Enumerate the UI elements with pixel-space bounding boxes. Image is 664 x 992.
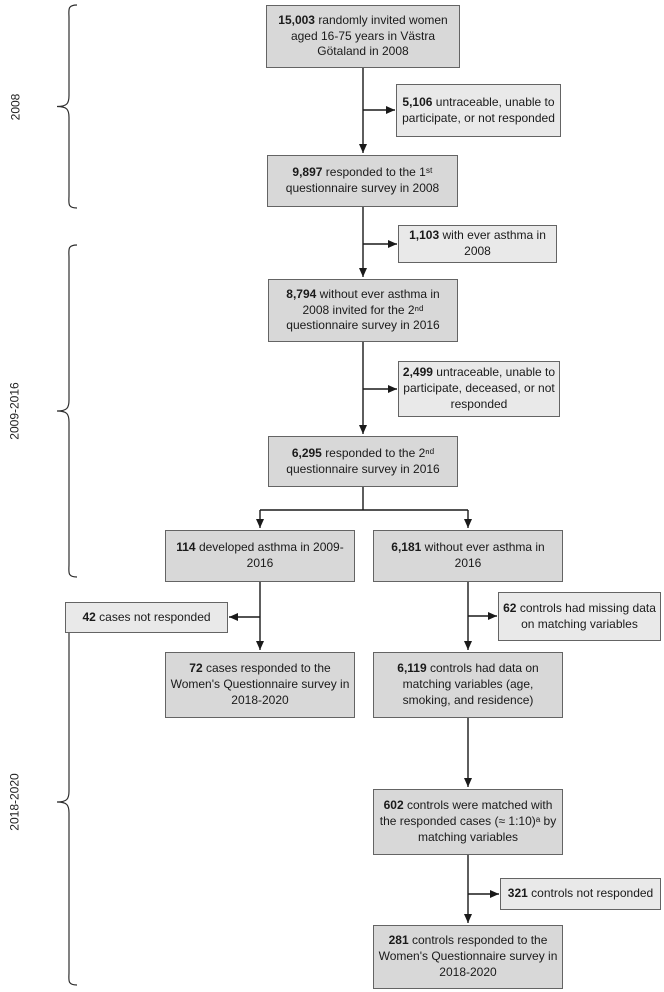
box-cases-not-responded-content: 42 cases not responded	[82, 610, 210, 626]
box-controls-responded-content: 281 controls responded to the Women's Qu…	[378, 933, 558, 980]
box-untraceable-2008: 5,106 untraceable, unable to participate…	[396, 84, 561, 137]
box-controls-with-data-content: 6,119 controls had data on matching vari…	[378, 661, 558, 708]
box-developed-asthma-content: 114 developed asthma in 2009-2016	[170, 540, 350, 572]
box-controls-responded-count: 281	[388, 933, 409, 948]
box-developed-asthma-count: 114	[176, 540, 196, 555]
box-controls-not-responded-count: 321	[507, 886, 528, 901]
box-controls-responded-label: controls responded to the Women's Questi…	[378, 933, 558, 979]
brace-2008	[56, 4, 78, 209]
box-without-asthma-2016: 6,181 without ever asthma in 2016	[373, 530, 563, 582]
box-controls-matched-content: 602 controls were matched with the respo…	[378, 798, 558, 845]
box-cases-not-responded: 42 cases not responded	[65, 602, 228, 633]
box-developed-asthma: 114 developed asthma in 2009-2016	[165, 530, 355, 582]
box-responded-2008-count: 9,897	[292, 165, 323, 180]
box-responded-2016-count: 6,295	[291, 445, 322, 460]
box-ever-asthma-2008-count: 1,103	[409, 228, 440, 243]
box-without-asthma-2008: 8,794 without ever asthma in 2008 invite…	[268, 279, 458, 342]
box-invited-content: 15,003 randomly invited women aged 16-75…	[271, 13, 455, 60]
box-controls-not-responded-label: controls not responded	[531, 886, 654, 901]
box-controls-missing-count: 62	[503, 600, 517, 615]
box-controls-not-responded: 321 controls not responded	[500, 878, 661, 910]
box-cases-responded-count: 72	[189, 661, 203, 676]
era-label-2009-2016: 2009-2016	[7, 382, 22, 440]
box-controls-missing-label: controls had missing data on matching va…	[519, 600, 656, 631]
box-controls-not-responded-content: 321 controls not responded	[508, 886, 653, 902]
box-developed-asthma-label: developed asthma in 2009-2016	[198, 540, 344, 570]
box-controls-missing-content: 62 controls had missing data on matching…	[502, 601, 657, 633]
box-without-asthma-2008-label: without ever asthma in 2008 invited for …	[286, 286, 440, 333]
box-cases-responded: 72 cases responded to the Women's Questi…	[165, 652, 355, 718]
box-controls-with-data-label: controls had data on matching variables …	[402, 661, 539, 707]
box-invited: 15,003 randomly invited women aged 16-75…	[266, 5, 460, 68]
era-label-2018-2020: 2018-2020	[7, 773, 22, 831]
brace-2018-2020	[56, 618, 78, 986]
box-ever-asthma-2008: 1,103 with ever asthma in 2008	[398, 225, 557, 263]
box-ever-asthma-2008-label: with ever asthma in 2008	[442, 228, 546, 258]
box-untraceable-2008-label: untraceable, unable to participate, or n…	[402, 94, 555, 125]
era-label-2008: 2008	[8, 93, 23, 121]
box-untraceable-2016: 2,499 untraceable, unable to participate…	[398, 361, 560, 417]
box-controls-responded: 281 controls responded to the Women's Qu…	[373, 925, 563, 989]
box-responded-2016-content: 6,295 responded to the 2ⁿᵈ questionnaire…	[273, 446, 453, 478]
box-untraceable-2016-content: 2,499 untraceable, unable to participate…	[402, 365, 556, 412]
box-untraceable-2016-count: 2,499	[402, 365, 433, 380]
brace-2009-2016	[56, 244, 78, 578]
box-responded-2008: 9,897 responded to the 1ˢᵗ questionnaire…	[267, 155, 458, 207]
box-untraceable-2016-label: untraceable, unable to participate, dece…	[403, 365, 556, 411]
box-controls-matched-label: controls were matched with the responded…	[379, 798, 557, 844]
box-untraceable-2008-content: 5,106 untraceable, unable to participate…	[400, 95, 557, 127]
box-cases-responded-content: 72 cases responded to the Women's Questi…	[170, 661, 350, 708]
box-untraceable-2008-count: 5,106	[402, 94, 433, 109]
box-without-asthma-2016-label: without ever asthma in 2016	[424, 540, 545, 570]
box-cases-not-responded-count: 42	[82, 609, 96, 624]
box-controls-matched-count: 602	[383, 798, 404, 813]
box-without-asthma-2016-content: 6,181 without ever asthma in 2016	[378, 540, 558, 572]
box-controls-matched: 602 controls were matched with the respo…	[373, 789, 563, 855]
box-responded-2008-content: 9,897 responded to the 1ˢᵗ questionnaire…	[272, 165, 453, 197]
box-invited-count: 15,003	[278, 12, 315, 27]
box-controls-with-data-count: 6,119	[397, 661, 427, 676]
box-ever-asthma-2008-content: 1,103 with ever asthma in 2008	[402, 228, 553, 260]
box-responded-2016: 6,295 responded to the 2ⁿᵈ questionnaire…	[268, 436, 458, 487]
box-cases-not-responded-label: cases not responded	[99, 609, 211, 624]
box-without-asthma-2008-content: 8,794 without ever asthma in 2008 invite…	[273, 287, 453, 334]
box-invited-label: randomly invited women aged 16-75 years …	[290, 12, 448, 59]
box-without-asthma-2008-count: 8,794	[286, 286, 317, 301]
box-responded-2008-label: responded to the 1ˢᵗ questionnaire surve…	[285, 165, 440, 195]
box-responded-2016-label: responded to the 2ⁿᵈ questionnaire surve…	[286, 445, 440, 476]
box-cases-responded-label: cases responded to the Women's Questionn…	[170, 661, 350, 707]
box-without-asthma-2016-count: 6,181	[391, 540, 422, 555]
box-controls-missing: 62 controls had missing data on matching…	[498, 592, 661, 641]
box-controls-with-data: 6,119 controls had data on matching vari…	[373, 652, 563, 718]
